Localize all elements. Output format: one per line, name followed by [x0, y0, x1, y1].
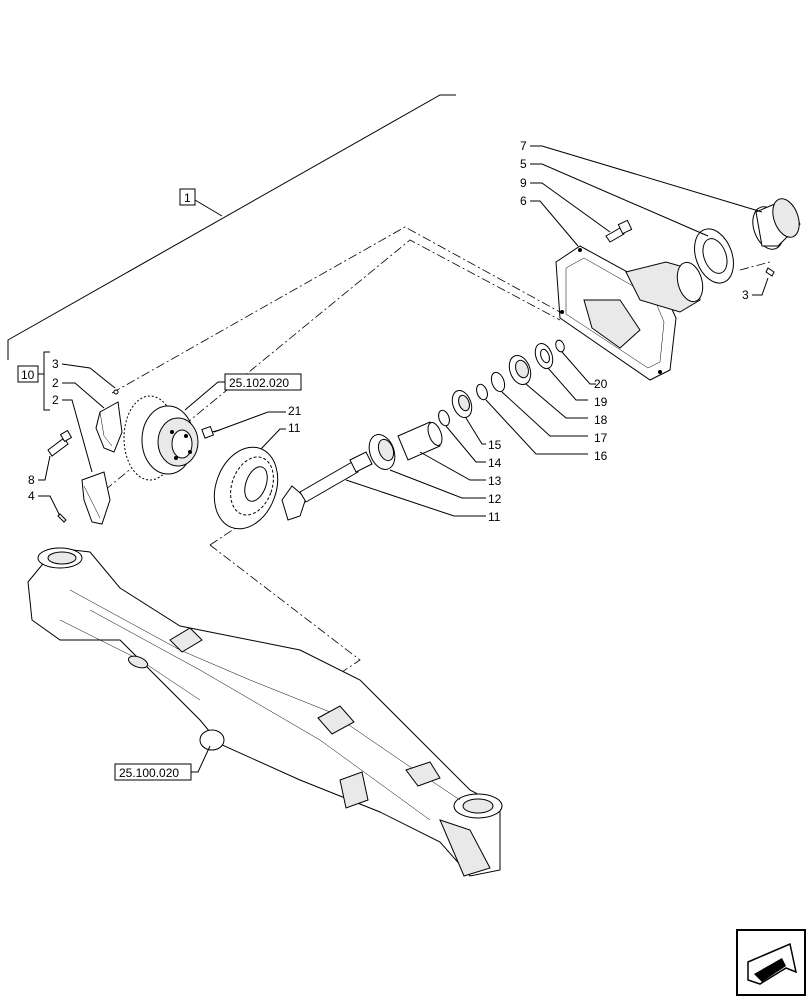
bearing-18 — [508, 354, 532, 386]
housing-6 — [555, 245, 704, 381]
next-page-arrow-icon[interactable] — [736, 929, 806, 996]
cover-7 — [752, 198, 801, 250]
bearing-12 — [368, 434, 396, 470]
svg-text:9: 9 — [520, 176, 527, 190]
callout-19[interactable]: 19 — [547, 367, 608, 409]
svg-text:25.102.020: 25.102.020 — [229, 376, 289, 390]
gasket-5 — [694, 228, 734, 284]
callout-8[interactable]: 8 — [28, 455, 51, 487]
differential-assembly — [123, 395, 199, 481]
callout-4[interactable]: 4 — [28, 489, 61, 517]
bolt-8 — [47, 429, 73, 457]
svg-text:14: 14 — [488, 456, 502, 470]
crown-wheel — [213, 446, 279, 530]
callout-13[interactable]: 13 — [419, 451, 502, 488]
seal-19 — [534, 342, 554, 370]
ref-25-102-020[interactable]: 25.102.020 — [184, 373, 302, 411]
pin-3-right — [765, 267, 775, 277]
callout-5[interactable]: 5 — [520, 157, 709, 237]
pinion-shaft — [281, 451, 373, 521]
svg-text:17: 17 — [594, 431, 608, 445]
svg-text:2: 2 — [52, 376, 59, 390]
bolt-9 — [605, 219, 633, 243]
svg-text:12: 12 — [488, 492, 502, 506]
svg-text:15: 15 — [488, 438, 502, 452]
svg-text:1: 1 — [184, 191, 191, 205]
callout-15[interactable]: 15 — [465, 417, 502, 452]
assembly-1-leader — [7, 94, 456, 360]
callout-12[interactable]: 12 — [389, 469, 502, 506]
callout-2-lower[interactable]: 2 — [52, 393, 93, 473]
shim-14 — [438, 409, 450, 427]
svg-text:4: 4 — [28, 489, 35, 503]
pin-3-left — [113, 389, 119, 395]
axle-housing — [27, 547, 503, 877]
svg-text:13: 13 — [488, 474, 502, 488]
bearing-cap-upper — [95, 401, 123, 453]
shim-16 — [476, 383, 488, 401]
spacer-13 — [397, 421, 443, 461]
svg-text:16: 16 — [594, 449, 608, 463]
callout-11-pinion[interactable]: 11 — [345, 479, 501, 524]
bolt-21 — [201, 425, 221, 439]
svg-text:3: 3 — [742, 288, 749, 302]
callout-6[interactable]: 6 — [520, 194, 579, 247]
callout-2-upper[interactable]: 2 — [52, 376, 105, 409]
bearing-cap-lower — [81, 471, 111, 525]
svg-text:21: 21 — [288, 404, 302, 418]
callout-14[interactable]: 14 — [445, 425, 502, 470]
svg-text:10: 10 — [21, 368, 35, 382]
callout-18[interactable]: 18 — [525, 383, 608, 427]
callout-9[interactable]: 9 — [520, 176, 611, 233]
svg-text:19: 19 — [594, 395, 608, 409]
svg-text:18: 18 — [594, 413, 608, 427]
svg-text:3: 3 — [52, 357, 59, 371]
svg-text:20: 20 — [594, 377, 608, 391]
washer-17 — [490, 371, 506, 393]
callout-7[interactable]: 7 — [520, 139, 763, 213]
callout-17[interactable]: 17 — [501, 391, 608, 445]
ref-25-100-020[interactable]: 25.100.020 — [114, 745, 211, 781]
callout-3-left[interactable]: 3 — [52, 357, 116, 389]
svg-text:8: 8 — [28, 473, 35, 487]
callout-20[interactable]: 20 — [561, 351, 608, 391]
pin-4 — [57, 513, 67, 523]
svg-text:7: 7 — [520, 139, 527, 153]
callout-3-right[interactable]: 3 — [742, 277, 769, 302]
svg-text:11: 11 — [288, 421, 301, 435]
callout-11-crown[interactable]: 11 — [259, 421, 301, 451]
svg-text:2: 2 — [52, 393, 59, 407]
callout-16[interactable]: 16 — [485, 399, 608, 463]
svg-text:6: 6 — [520, 194, 527, 208]
bearing-15 — [451, 389, 473, 419]
oring-20 — [555, 339, 565, 353]
callout-1[interactable]: 1 — [179, 188, 196, 206]
svg-text:25.100.020: 25.100.020 — [119, 766, 179, 780]
callout-21[interactable]: 21 — [213, 404, 302, 433]
callout-10[interactable]: 10 — [17, 351, 50, 411]
svg-text:5: 5 — [520, 157, 527, 171]
svg-text:11: 11 — [488, 510, 501, 524]
